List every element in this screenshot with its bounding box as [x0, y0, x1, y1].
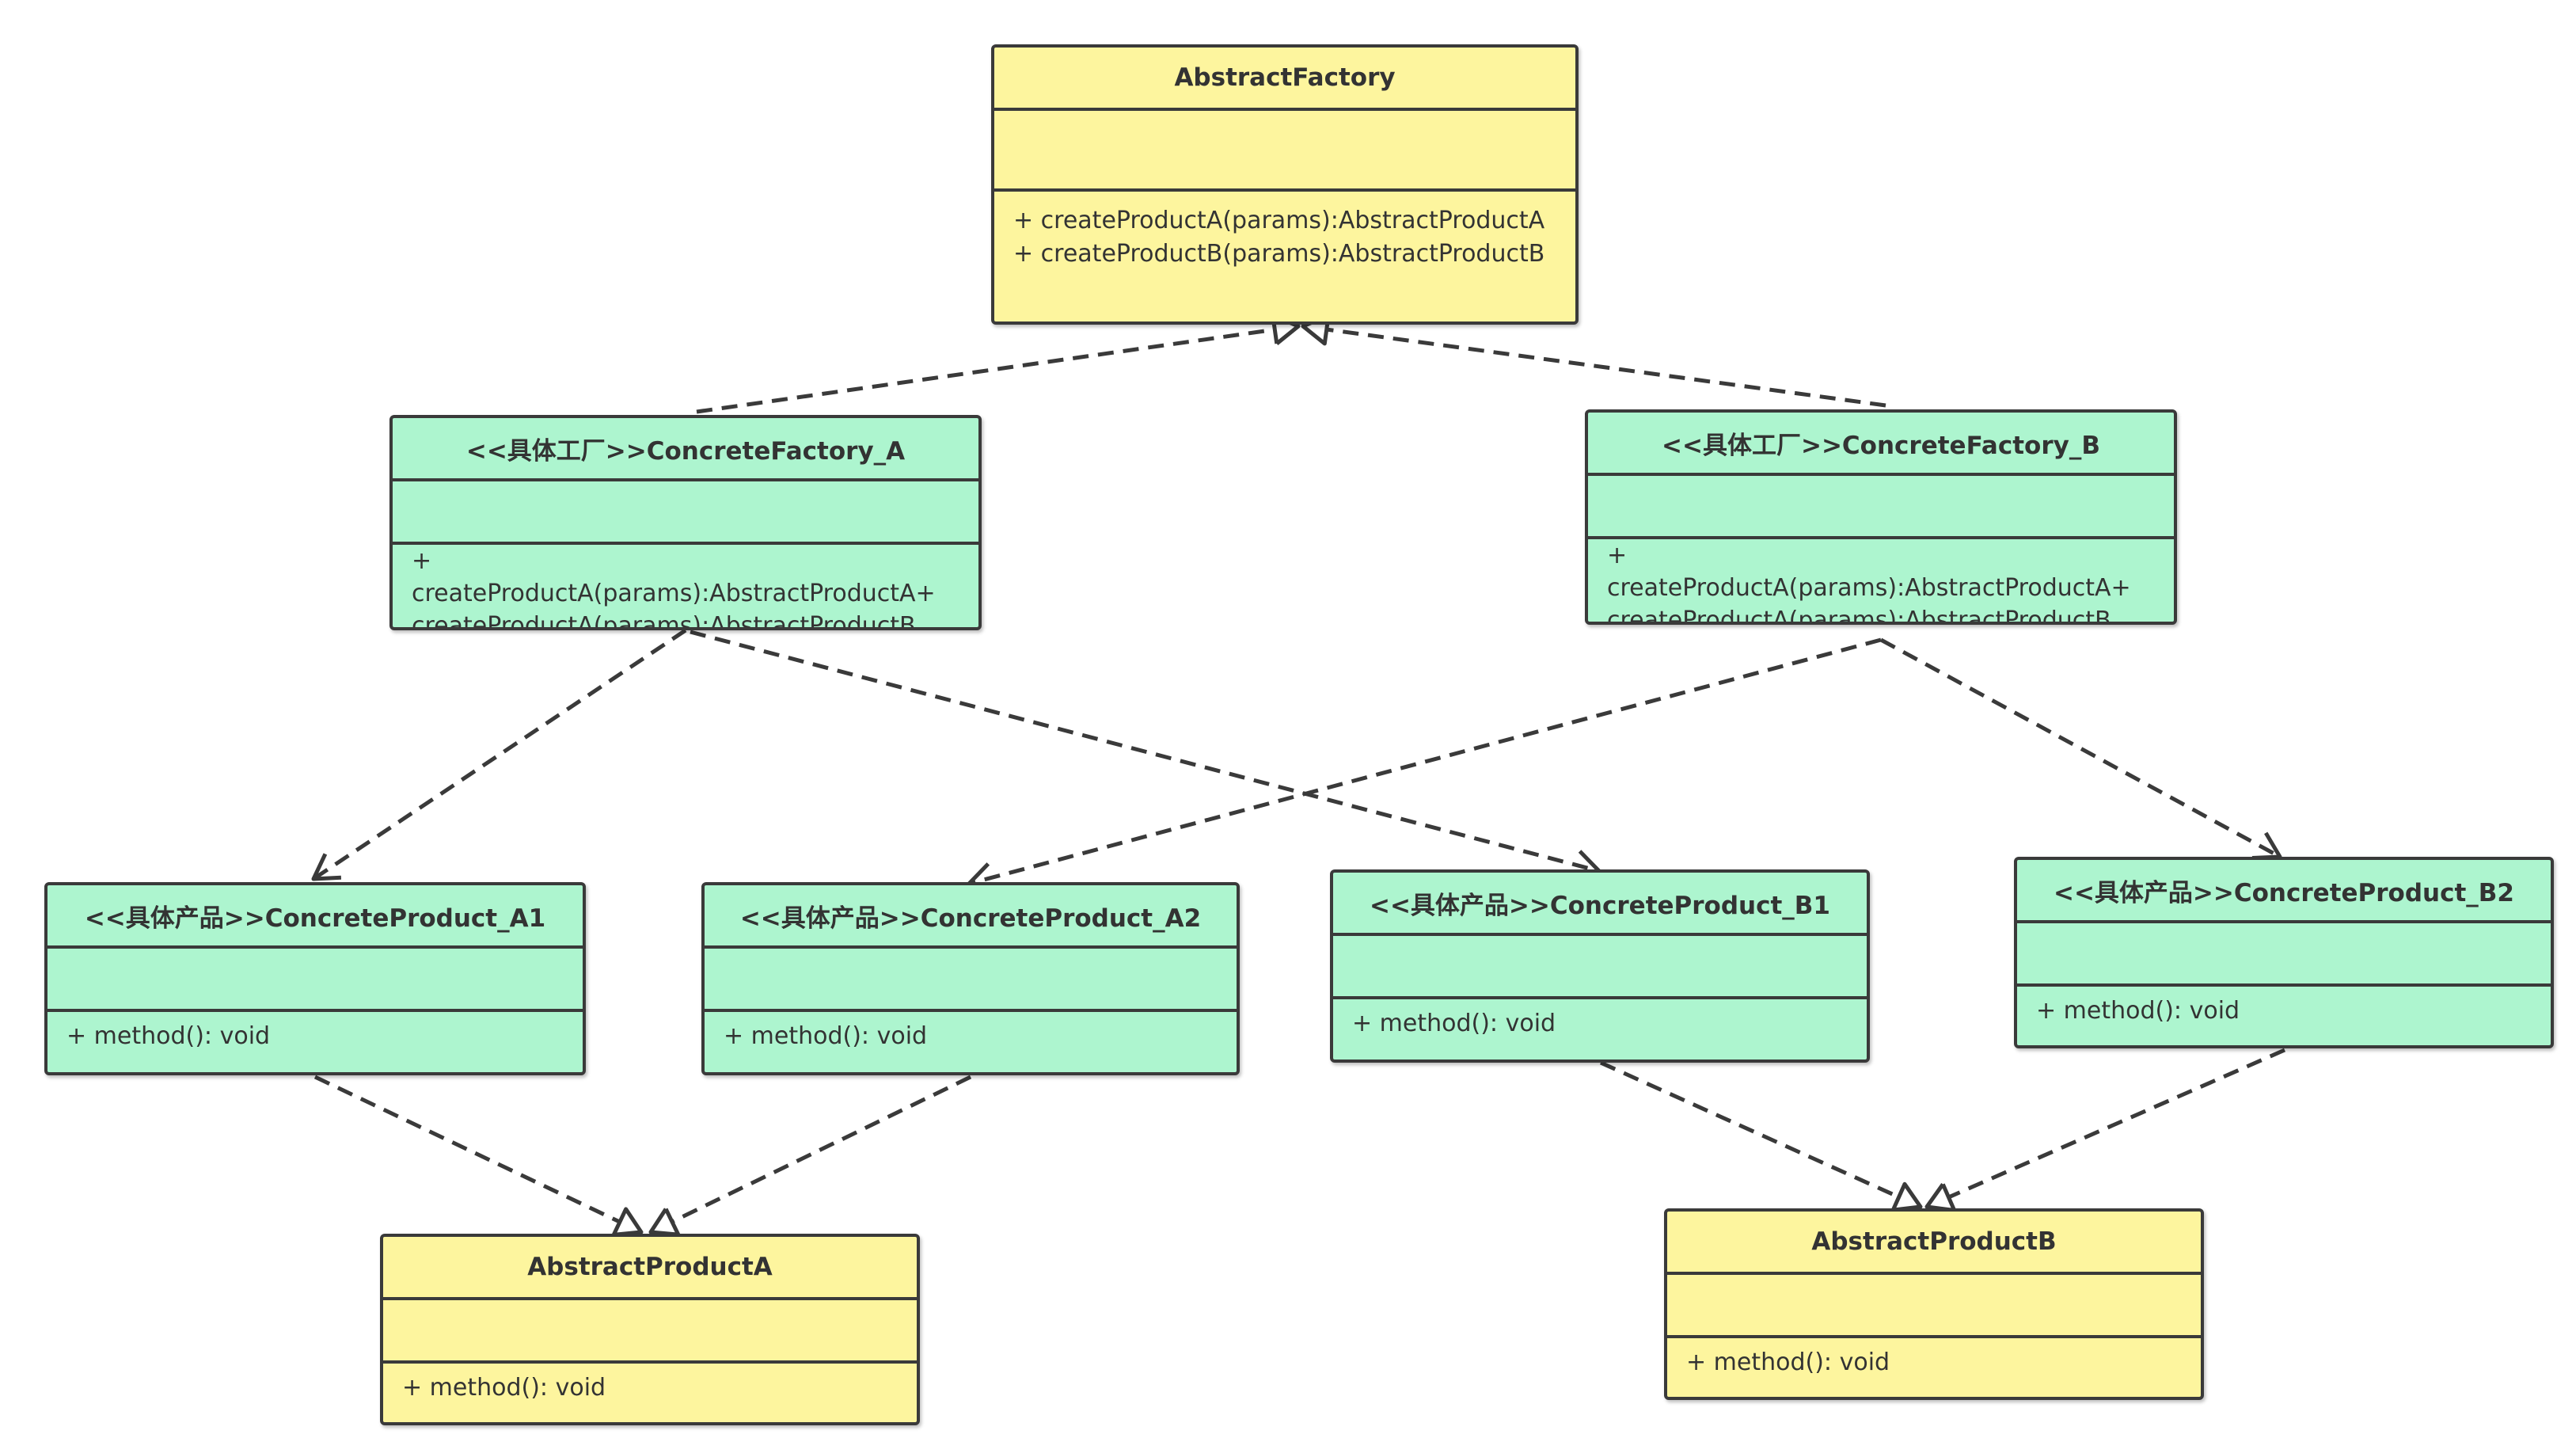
- edge-realization-concrete-product-a1-to-abstract-product-a: [313, 1075, 644, 1237]
- operation: +: [1607, 542, 1628, 569]
- class-operations: + method(): void: [383, 1364, 917, 1405]
- class-concrete-factory-b[interactable]: <<具体工厂>>ConcreteFactory_B + createProduc…: [1585, 409, 2177, 625]
- operation: createProductA(params):AbstractProductB: [1607, 607, 2111, 625]
- edge-realization-concrete-factory-b-to-abstract-factory: [1301, 313, 1886, 408]
- class-abstract-factory[interactable]: AbstractFactory + createProductA(params)…: [991, 44, 1579, 325]
- class-operations: + createProductA(params):AbstractProduct…: [393, 545, 978, 630]
- edge-line: [1879, 637, 2282, 859]
- operation: createProductA(params):AbstractProductA+: [1607, 574, 2131, 602]
- class-attributes: [383, 1300, 917, 1364]
- edge-line: [696, 324, 1299, 414]
- class-operations: + createProductA(params):AbstractProduct…: [1588, 539, 2174, 625]
- class-concrete-factory-a[interactable]: <<具体工厂>>ConcreteFactory_A + createProduc…: [389, 415, 982, 630]
- hollow-triangle-arrowhead: [611, 1207, 644, 1237]
- edge-line: [312, 628, 687, 881]
- class-attributes: [2017, 923, 2551, 987]
- operation: + method(): void: [402, 1374, 606, 1402]
- class-concrete-product-b2[interactable]: <<具体产品>>ConcreteProduct_B2 + method(): v…: [2014, 857, 2554, 1048]
- class-attributes: [705, 949, 1237, 1012]
- class-name: <<具体产品>>ConcreteProduct_A2: [705, 885, 1237, 949]
- class-attributes: [1667, 1275, 2201, 1338]
- class-operations: + method(): void: [2017, 987, 2551, 1028]
- class-abstract-product-a[interactable]: AbstractProductA + method(): void: [380, 1234, 920, 1425]
- class-abstract-product-b[interactable]: AbstractProductB + method(): void: [1664, 1208, 2204, 1400]
- class-name: AbstractProductB: [1667, 1212, 2201, 1275]
- operation: + method(): void: [724, 1022, 928, 1050]
- hollow-triangle-arrowhead: [1924, 1183, 1957, 1212]
- class-attributes: [393, 481, 978, 545]
- class-concrete-product-b1[interactable]: <<具体产品>>ConcreteProduct_B1 + method(): v…: [1330, 869, 1870, 1063]
- class-operations: + method(): void: [1333, 999, 1867, 1040]
- open-arrowhead: [2251, 831, 2282, 860]
- class-attributes: [1333, 936, 1867, 999]
- class-operations: + method(): void: [47, 1012, 583, 1053]
- class-concrete-product-a2[interactable]: <<具体产品>>ConcreteProduct_A2 + method(): v…: [701, 882, 1240, 1075]
- operation: createProductA(params):AbstractProductB: [412, 612, 916, 630]
- operation: createProductA(params):AbstractProductA+: [412, 580, 936, 607]
- edge-line: [1302, 324, 1886, 408]
- edge-dependency-concrete-factory-a-to-concrete-product-a1: [311, 628, 687, 881]
- class-operations: + method(): void: [1667, 1338, 2201, 1379]
- operation: + method(): void: [2036, 997, 2240, 1025]
- operation: + method(): void: [66, 1022, 271, 1050]
- open-arrowhead: [311, 853, 342, 881]
- class-name: AbstractProductA: [383, 1237, 917, 1300]
- class-name: <<具体工厂>>ConcreteFactory_B: [1588, 413, 2174, 476]
- edge-realization-concrete-factory-a-to-abstract-factory: [696, 313, 1301, 414]
- edge-line: [649, 1075, 972, 1234]
- operation: +: [412, 547, 432, 575]
- edge-realization-concrete-product-b2-to-abstract-product-b: [1924, 1048, 2286, 1212]
- operation: + createProductB(params):AbstractProduct…: [1013, 240, 1545, 268]
- class-name: <<具体产品>>ConcreteProduct_A1: [47, 885, 583, 949]
- class-concrete-product-a1[interactable]: <<具体产品>>ConcreteProduct_A1 + method(): v…: [44, 882, 586, 1075]
- edge-dependency-concrete-factory-b-to-concrete-product-a2: [967, 637, 1882, 894]
- class-name: <<具体工厂>>ConcreteFactory_A: [393, 418, 978, 481]
- class-operations: + createProductA(params):AbstractProduct…: [994, 192, 1575, 271]
- edge-line: [968, 637, 1882, 886]
- class-name: AbstractFactory: [994, 48, 1575, 111]
- edge-line: [1925, 1048, 2286, 1209]
- operation: + method(): void: [1686, 1349, 1890, 1376]
- operation: + method(): void: [1352, 1010, 1556, 1037]
- edge-line: [313, 1075, 643, 1234]
- edge-realization-concrete-product-a2-to-abstract-product-a: [648, 1075, 972, 1237]
- edge-realization-concrete-product-b1-to-abstract-product-b: [1599, 1060, 1923, 1212]
- edge-dependency-concrete-factory-b-to-concrete-product-b2: [1879, 637, 2282, 860]
- hollow-triangle-arrowhead: [648, 1208, 681, 1237]
- class-attributes: [1588, 476, 2174, 539]
- edge-line: [1599, 1060, 1922, 1209]
- edge-line: [690, 630, 1600, 873]
- class-attributes: [47, 949, 583, 1012]
- operation: + createProductA(params):AbstractProduct…: [1013, 207, 1545, 234]
- edge-dependency-concrete-factory-a-to-concrete-product-b1: [690, 630, 1601, 881]
- class-name: <<具体产品>>ConcreteProduct_B1: [1333, 873, 1867, 936]
- class-attributes: [994, 111, 1575, 192]
- hollow-triangle-arrowhead: [1891, 1181, 1923, 1212]
- class-operations: + method(): void: [705, 1012, 1237, 1053]
- class-name: <<具体产品>>ConcreteProduct_B2: [2017, 860, 2551, 923]
